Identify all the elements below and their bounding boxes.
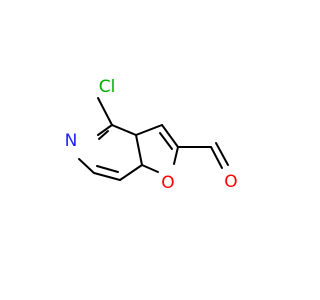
bond-c7-c7a	[119, 164, 143, 181]
bond-c6-c7-inner	[96, 165, 119, 173]
bond-layer	[78, 97, 229, 181]
bond-c2-o1	[173, 146, 179, 165]
bond-n5-c6	[78, 158, 95, 174]
bond-c3-c2-inner	[159, 132, 173, 150]
bond-c4-cl	[97, 97, 113, 126]
bond-c4-n5	[97, 124, 113, 136]
bond-c6-c7	[93, 172, 121, 181]
bond-o1-c7a	[141, 164, 159, 173]
bond-c3a-c3	[135, 124, 163, 136]
bond-c4-n5-inner	[98, 130, 109, 140]
aldehyde-oxygen-label: O	[224, 172, 237, 192]
nitrogen-label: N	[65, 131, 78, 151]
bond-cho-o-double	[215, 142, 229, 166]
molecule-drawing: Cl N O O	[65, 77, 238, 193]
bond-c3a-c4	[111, 124, 137, 136]
chlorine-label: Cl	[99, 77, 116, 97]
bond-c7a-c3a	[135, 134, 143, 166]
bond-cho-o	[210, 146, 223, 169]
bond-c3-c2	[161, 124, 179, 148]
structure-diagram: Cl N O O	[65, 77, 238, 193]
ring-oxygen-label: O	[161, 173, 174, 193]
